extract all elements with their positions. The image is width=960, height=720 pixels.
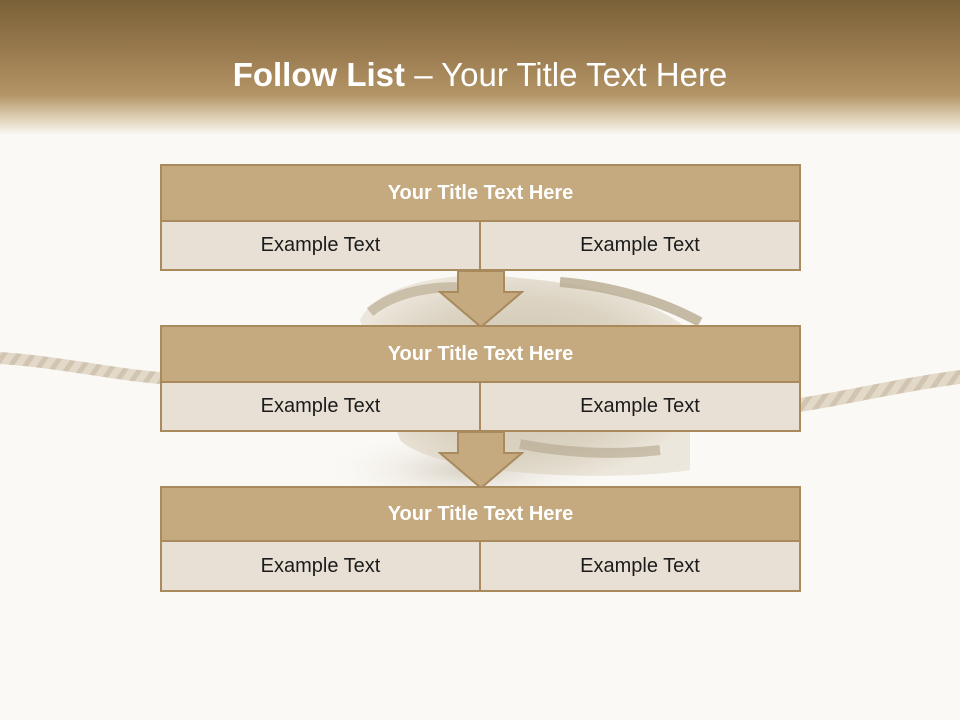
step-title-2: Your Title Text Here [160,325,801,383]
step-3-left-text: Example Text [160,542,481,592]
slide-title-rest: – Your Title Text Here [405,56,728,93]
step-1-right-text: Example Text [481,222,801,271]
step-3-right-text: Example Text [481,542,801,592]
step-2-right-text: Example Text [481,383,801,432]
step-title-1: Your Title Text Here [160,164,801,222]
step-title-3: Your Title Text Here [160,486,801,542]
step-block-3: Your Title Text Here Example Text Exampl… [160,486,801,592]
step-block-1: Your Title Text Here Example Text Exampl… [160,164,801,271]
step-block-2: Your Title Text Here Example Text Exampl… [160,325,801,432]
step-1-left-text: Example Text [160,222,481,271]
step-row-2: Example Text Example Text [160,383,801,432]
down-arrow-icon-2 [438,431,524,489]
slide-title-bold: Follow List [232,56,406,93]
step-row-1: Example Text Example Text [160,222,801,271]
step-2-left-text: Example Text [160,383,481,432]
step-row-3: Example Text Example Text [160,542,801,592]
down-arrow-icon-1 [438,270,524,328]
slide-title: Follow List – Your Title Text Here [0,52,960,98]
header-band [0,0,960,135]
